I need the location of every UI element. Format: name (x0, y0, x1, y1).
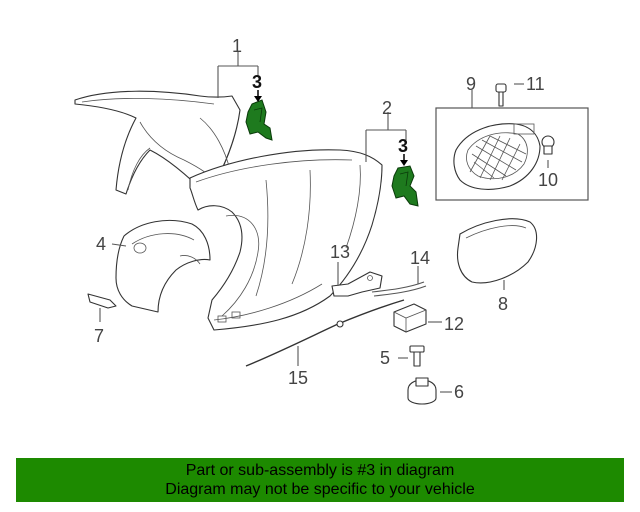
part-4-wheelhouse-liner (115, 219, 211, 313)
callout-8: 8 (498, 294, 508, 314)
part-1-inner-panel (74, 90, 241, 197)
callout-12: 12 (444, 314, 464, 334)
callout-4: 4 (96, 234, 106, 254)
part-13-bracket (331, 271, 383, 297)
part-14-cable (371, 281, 427, 297)
part-3-bracket-right (391, 165, 419, 207)
part-15-release-cable (245, 299, 405, 367)
callout-2: 2 (382, 98, 392, 118)
callout-15: 15 (288, 368, 308, 388)
callout-1: 1 (232, 36, 242, 56)
callout-3-right: 3 (398, 136, 408, 156)
callout-11: 11 (526, 74, 545, 94)
part-11-bolt (495, 83, 507, 107)
part-2-quarter-panel (189, 149, 383, 331)
callout-13: 13 (330, 242, 350, 262)
callout-6: 6 (454, 382, 464, 402)
part-3-bracket-left (245, 99, 273, 141)
part-5-screw (409, 345, 425, 367)
callout-3-left: 3 (252, 72, 262, 92)
part-8-fuel-door (456, 218, 538, 284)
callout-3-arrows (254, 90, 408, 166)
callout-10: 10 (538, 170, 558, 190)
callout-9: 9 (466, 74, 476, 94)
banner-line-2: Diagram may not be specific to your vehi… (165, 481, 475, 498)
part-12-actuator (393, 303, 427, 333)
leader-lines (99, 52, 549, 393)
banner-line-1: Part or sub-assembly is #3 in diagram (185, 462, 455, 479)
part-info-banner: Part or sub-assembly is #3 in diagram Di… (16, 458, 624, 502)
part-9-fuel-housing-box (435, 107, 589, 201)
part-7-clip (87, 293, 117, 309)
callout-5: 5 (380, 348, 390, 368)
callout-7: 7 (94, 326, 104, 346)
part-6-nut (407, 377, 437, 405)
part-10-grommet (541, 135, 555, 155)
callout-14: 14 (410, 248, 430, 268)
